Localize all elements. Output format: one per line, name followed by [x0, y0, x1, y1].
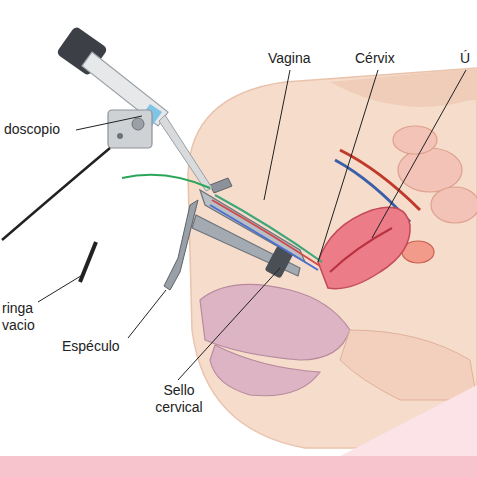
part-label: Sello cervical	[140, 382, 218, 416]
skin-fold	[330, 68, 477, 107]
endoscope	[56, 26, 212, 191]
tube	[210, 205, 318, 270]
tube	[212, 200, 320, 266]
body-section	[188, 68, 477, 448]
part-label: Vagina	[268, 50, 311, 67]
rectum	[200, 284, 350, 395]
footer-band	[0, 456, 477, 477]
part-label: Cérvix	[355, 50, 395, 67]
wire	[122, 175, 210, 188]
part-label: Espéculo	[62, 338, 120, 355]
artery	[340, 150, 420, 210]
part-label: doscopio	[4, 121, 60, 138]
pelvic-floor	[340, 330, 477, 400]
cervical-seal	[264, 245, 293, 278]
part-label: ringa vacio	[2, 300, 46, 334]
speculum	[164, 178, 305, 290]
intestines	[393, 126, 477, 223]
cable	[2, 148, 110, 240]
syringe	[80, 242, 96, 282]
leader-line	[38, 70, 466, 380]
tube	[215, 195, 322, 262]
part-label: Ú	[460, 50, 470, 67]
uterine-cavity	[330, 228, 392, 272]
